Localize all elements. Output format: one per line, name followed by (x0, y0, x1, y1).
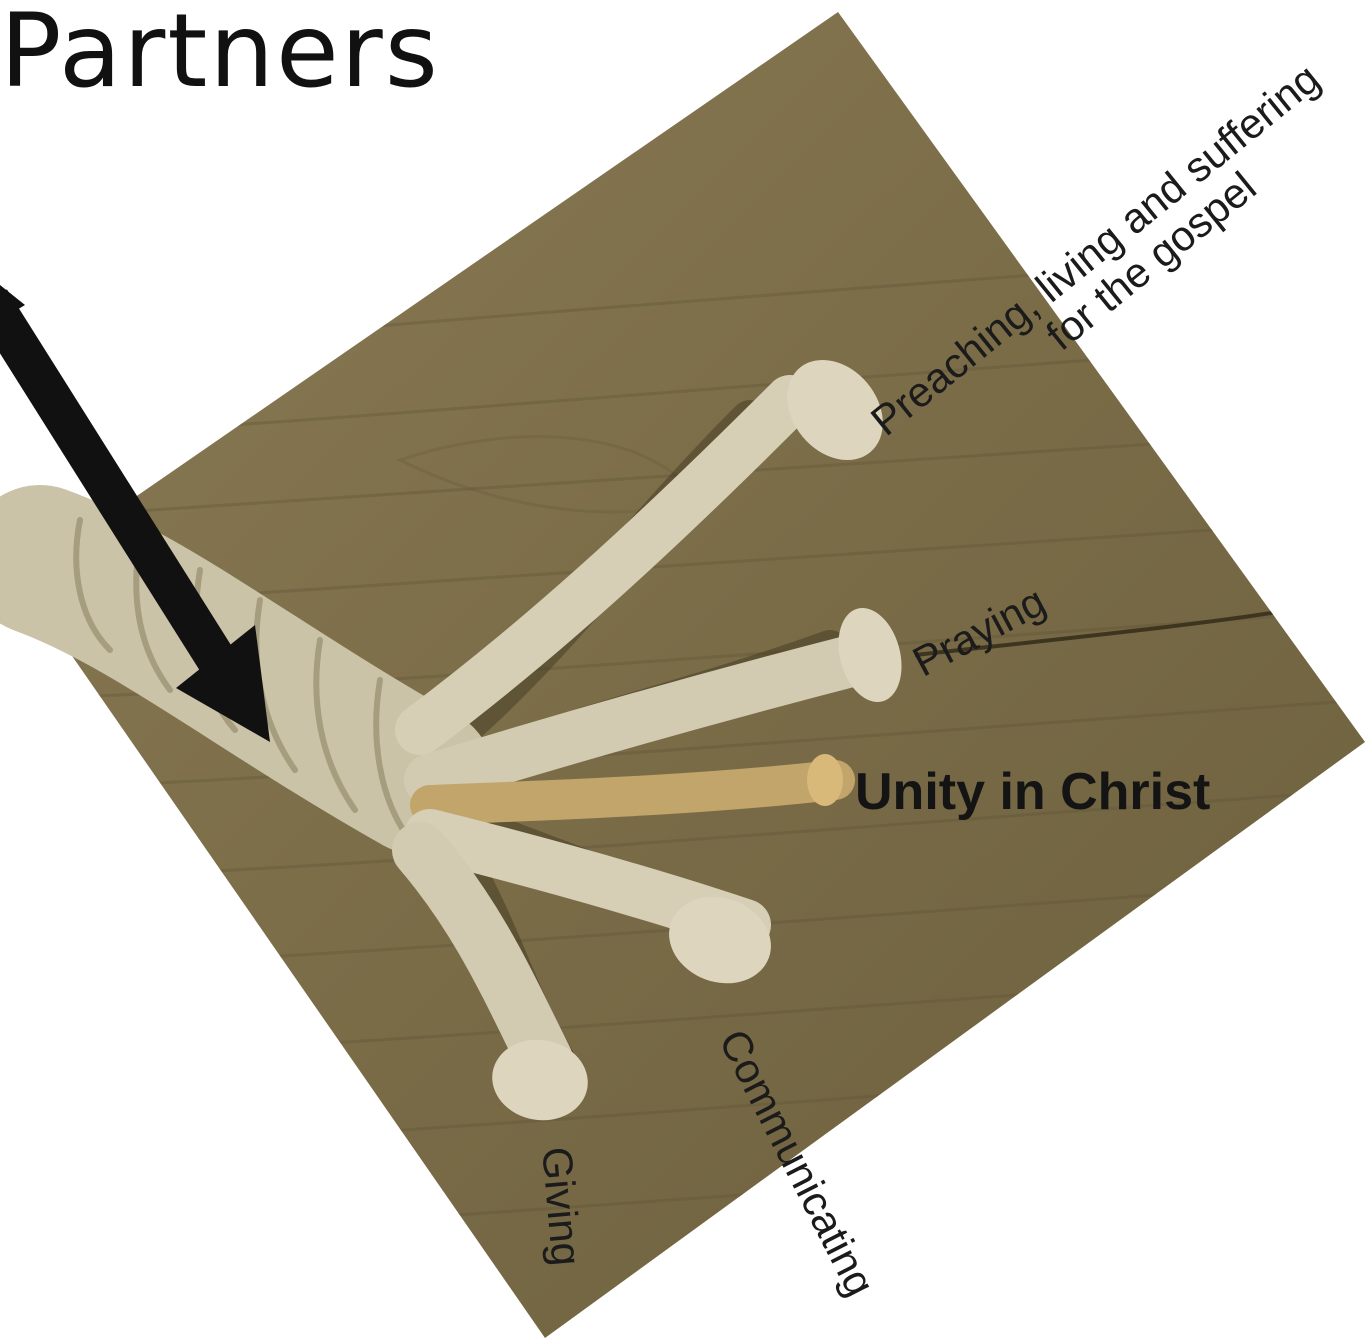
label-unity: Unity in Christ (855, 762, 1210, 822)
page-title: Partners (0, 0, 440, 111)
label-giving: Giving (532, 1145, 590, 1268)
